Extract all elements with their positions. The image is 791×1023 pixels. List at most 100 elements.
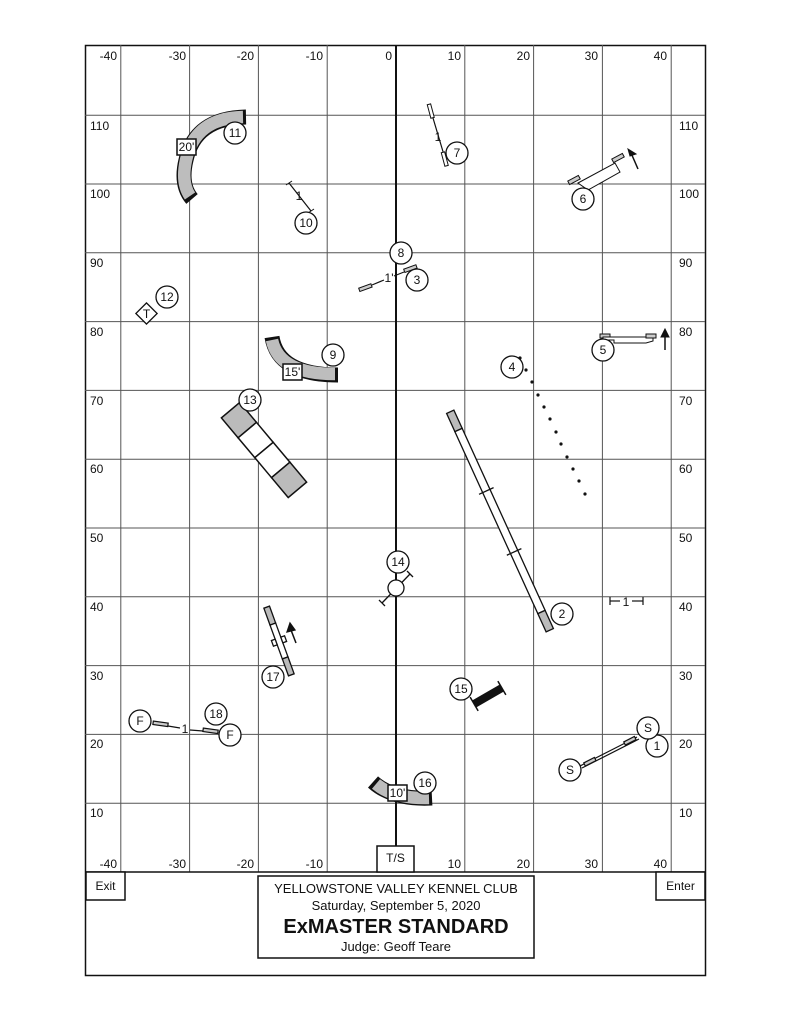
number-17: 17	[261, 665, 285, 689]
svg-text:10: 10	[299, 216, 313, 230]
number-2: 2	[550, 602, 574, 626]
svg-text:6: 6	[580, 192, 587, 206]
spacing-label: 1	[296, 189, 303, 203]
tunnel-length: 20'	[179, 140, 195, 154]
number-3: 3	[405, 268, 429, 292]
spacing-label: 1	[623, 595, 630, 609]
x-label: 20	[517, 857, 531, 871]
svg-text:18: 18	[209, 707, 223, 721]
enter-marker: Enter	[655, 871, 706, 901]
event-date: Saturday, September 5, 2020	[312, 898, 481, 913]
tunnel-16: 10'	[367, 776, 433, 806]
y-label: 60	[90, 462, 104, 476]
a-frame-13	[220, 401, 308, 499]
y-label: 90	[90, 256, 104, 270]
finish-marker: F	[128, 709, 152, 733]
y-label: 110	[679, 119, 698, 133]
y-label: 10	[679, 806, 693, 820]
y-label: 20	[90, 737, 104, 751]
number-10: 10	[294, 211, 318, 235]
number-15: 15	[449, 677, 473, 701]
svg-text:1: 1	[654, 739, 661, 753]
y-label: 80	[90, 325, 104, 339]
y-label: 80	[679, 325, 693, 339]
x-label: 10	[448, 49, 462, 63]
svg-text:14: 14	[391, 555, 405, 569]
y-label: 30	[679, 669, 693, 683]
tunnel-length: 15'	[285, 365, 301, 379]
svg-text:17: 17	[266, 670, 280, 684]
y-label: 60	[679, 462, 693, 476]
finish-marker: F	[218, 723, 242, 747]
svg-text:Exit: Exit	[95, 879, 116, 893]
svg-text:16: 16	[418, 776, 432, 790]
number-8: 8	[389, 241, 413, 265]
exit-marker: Exit	[85, 871, 126, 901]
x-label: -30	[169, 49, 187, 63]
y-label: 100	[90, 187, 110, 201]
x-label: -10	[306, 857, 324, 871]
x-label: 0	[385, 49, 392, 63]
x-label: -10	[306, 49, 324, 63]
teeter-17	[263, 605, 297, 677]
weave-poles-15	[469, 680, 507, 712]
x-label: 10	[448, 857, 462, 871]
jump-1-marker: 1	[609, 595, 644, 609]
y-label: 100	[679, 187, 699, 201]
svg-text:9: 9	[330, 348, 337, 362]
x-label: 40	[654, 857, 668, 871]
x-label: -20	[237, 49, 255, 63]
x-label: -20	[237, 857, 255, 871]
x-label: -30	[169, 857, 187, 871]
start-marker: S	[558, 758, 582, 782]
svg-text:11: 11	[229, 126, 242, 140]
svg-text:15: 15	[454, 682, 468, 696]
jump-3-8: 1'	[358, 264, 418, 293]
judge-name: Judge: Geoff Teare	[341, 939, 451, 954]
spacing-label: 1	[435, 130, 442, 144]
class-title: ExMASTER STANDARD	[283, 916, 508, 938]
spacing-label: 1'	[385, 271, 394, 285]
x-axis-top: -40 -30 -20 -10 0 10 20 30 40	[100, 49, 668, 63]
finish-line: 1	[152, 720, 219, 736]
y-label: 110	[90, 119, 109, 133]
svg-text:8: 8	[398, 246, 405, 260]
x-label: 20	[517, 49, 531, 63]
y-label: 40	[679, 600, 693, 614]
number-14: 14	[386, 550, 410, 574]
start-line	[579, 735, 640, 769]
y-label: 50	[679, 531, 693, 545]
y-axis-left: 110 100 90 80 70 60 50 40 30 20 10	[90, 119, 110, 820]
x-label: 30	[585, 857, 599, 871]
number-markers: 1 2 3 4 5 6 7 8 9 10 11 12 13 14 15 16 1…	[128, 121, 669, 795]
svg-text:S: S	[644, 721, 652, 735]
start-marker: S	[636, 716, 660, 740]
y-axis-right: 110 100 90 80 70 60 50 40 30 20 10	[679, 119, 699, 820]
table-label: T	[143, 307, 151, 321]
y-label: 20	[679, 737, 693, 751]
tunnel-length: 10'	[390, 786, 406, 800]
tunnel-11: 20'	[176, 109, 247, 204]
number-12: 12	[155, 285, 179, 309]
number-18: 18	[204, 702, 228, 726]
tire-14	[378, 570, 414, 607]
spacing-label: 1	[182, 722, 189, 736]
number-7: 7	[445, 141, 469, 165]
svg-text:12: 12	[160, 290, 174, 304]
spread-jump-6	[567, 147, 639, 191]
svg-text:5: 5	[600, 343, 607, 357]
course-info-box: YELLOWSTONE VALLEY KENNEL CLUB Saturday,…	[257, 875, 535, 959]
number-4: 4	[500, 355, 524, 379]
grid	[85, 45, 705, 873]
number-5: 5	[591, 338, 615, 362]
svg-text:F: F	[136, 714, 143, 728]
svg-text:3: 3	[414, 273, 421, 287]
svg-text:13: 13	[243, 393, 257, 407]
number-13: 13	[238, 388, 262, 412]
number-6: 6	[571, 187, 595, 211]
y-label: 40	[90, 600, 104, 614]
svg-text:T/S: T/S	[386, 851, 405, 865]
y-label: 90	[679, 256, 693, 270]
number-9: 9	[321, 343, 345, 367]
svg-text:4: 4	[509, 360, 516, 374]
